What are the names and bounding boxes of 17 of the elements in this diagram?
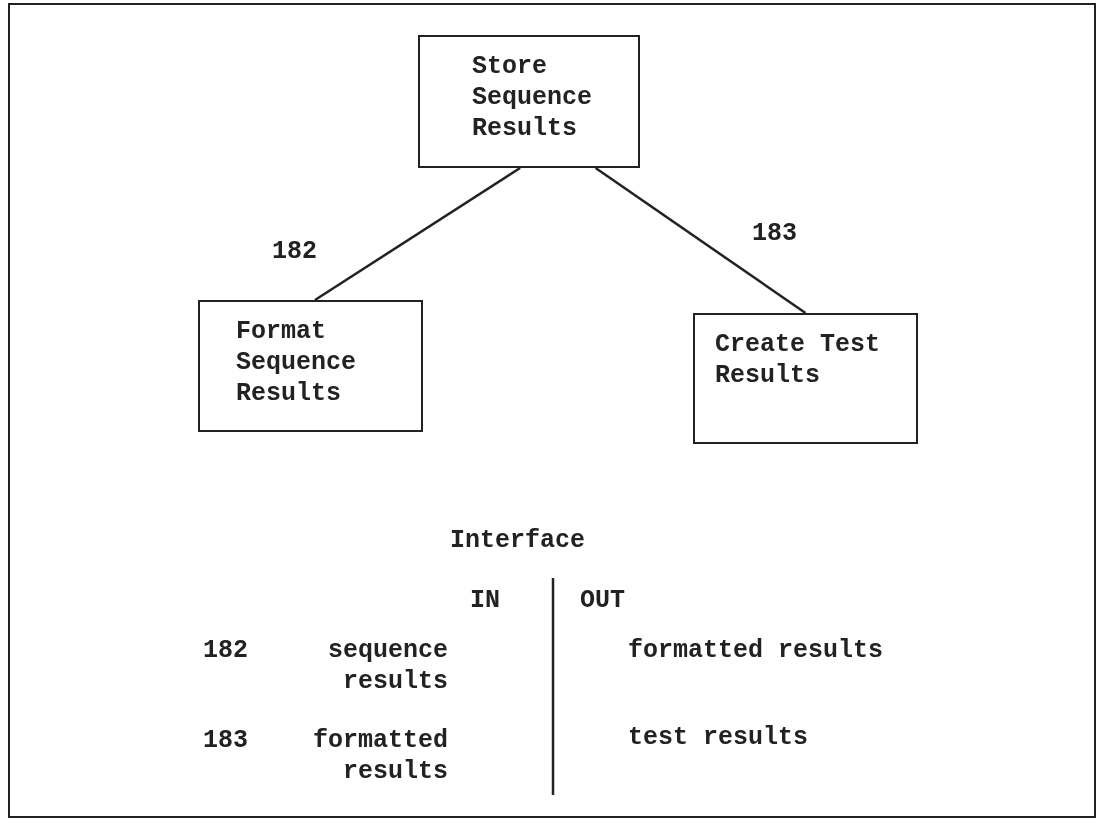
process-box <box>693 313 918 444</box>
table-text: IN <box>470 585 500 616</box>
table-text: OUT <box>580 585 625 616</box>
table-text: test results <box>628 722 809 753</box>
table-text: sequence results <box>326 635 448 697</box>
connector-line <box>314 166 521 302</box>
table-text: formatted results <box>311 725 448 787</box>
process-box <box>418 35 640 168</box>
table-text: 183 <box>203 725 248 756</box>
table-text: Interface <box>450 525 586 556</box>
table-text: 182 <box>203 635 248 666</box>
box-label: Format Sequence Results <box>236 316 358 409</box>
table-text: formatted results <box>628 635 884 666</box>
connector-line <box>594 166 807 315</box>
process-box <box>198 300 423 432</box>
box-label: Store Sequence Results <box>472 51 594 144</box>
box-label: Create Test Results <box>715 329 882 391</box>
